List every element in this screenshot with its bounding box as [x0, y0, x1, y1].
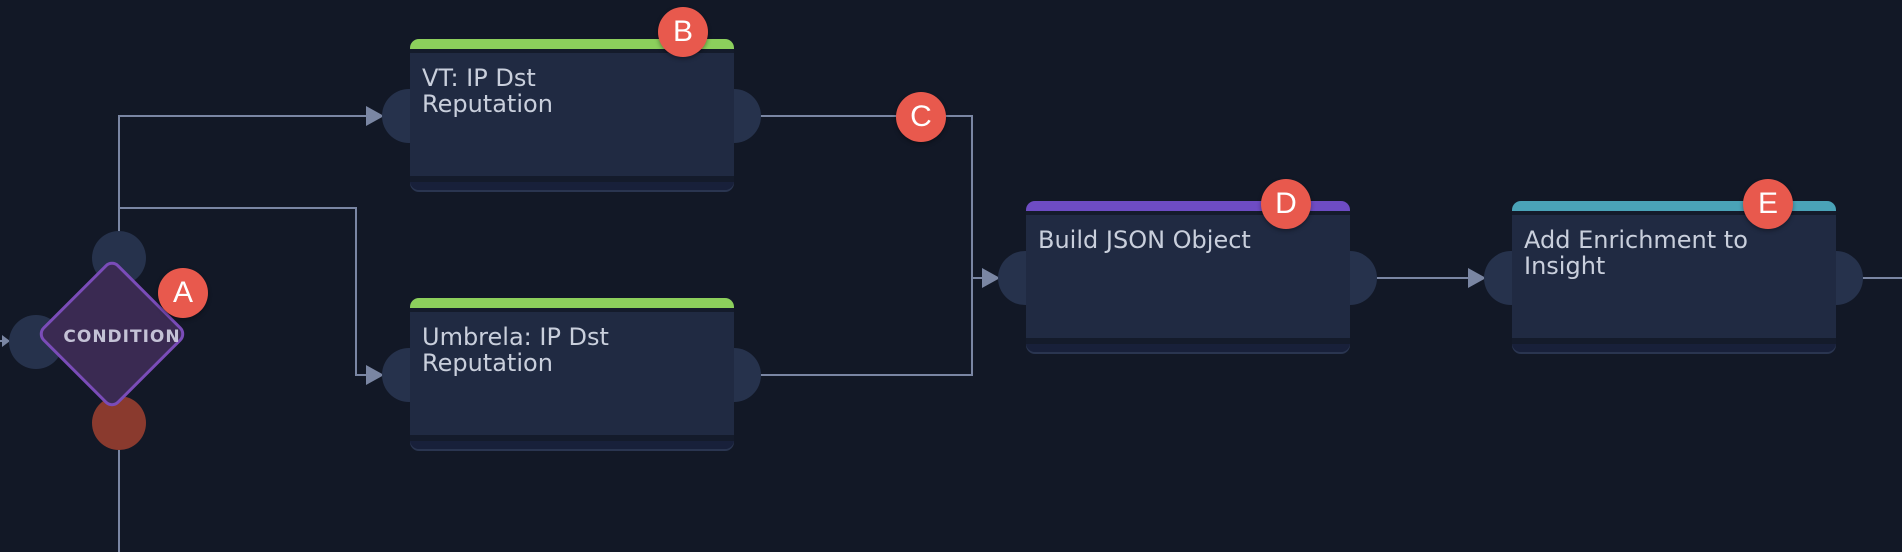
- add-enrichment-to-insight-node[interactable]: Add Enrichment to Insight: [1512, 201, 1836, 352]
- node-footer: [1026, 338, 1350, 352]
- node-color-bar: [1026, 201, 1350, 211]
- wire-condition-to-vt: [118, 115, 366, 257]
- node-header-divider: [410, 308, 734, 312]
- arrowhead-vt: [366, 106, 384, 126]
- node-title: VT: IP Dst Reputation: [422, 64, 553, 118]
- arrowhead-umbrella: [366, 365, 384, 385]
- node-color-bar: [410, 39, 734, 49]
- badge-d: D: [1261, 179, 1311, 229]
- arrowhead-incoming: [2, 335, 10, 347]
- node-footer: [410, 435, 734, 449]
- badge-c: C: [896, 92, 946, 142]
- node-footer: [1512, 338, 1836, 352]
- node-color-bar: [410, 298, 734, 308]
- vt-ip-dst-reputation-node[interactable]: VT: IP Dst Reputation: [410, 39, 734, 190]
- badge-e: E: [1743, 179, 1793, 229]
- umbrella-ip-dst-reputation-node[interactable]: Umbrela: IP Dst Reputation: [410, 298, 734, 449]
- badge-a: A: [158, 268, 208, 318]
- node-color-bar: [1512, 201, 1836, 211]
- node-header-divider: [1512, 211, 1836, 215]
- node-title: Add Enrichment to Insight: [1524, 226, 1748, 280]
- node-header-divider: [1026, 211, 1350, 215]
- badge-b: B: [658, 7, 708, 57]
- wire-condition-to-umbrella: [119, 207, 366, 376]
- arrowhead-enrichment: [1468, 268, 1486, 288]
- wire-umbrella-to-merge: [760, 278, 973, 376]
- wire-vt-to-merge: [760, 115, 986, 279]
- condition-false-port[interactable]: [92, 396, 146, 450]
- arrowhead-build-json: [982, 268, 1000, 288]
- node-title: Umbrela: IP Dst Reputation: [422, 323, 609, 377]
- condition-label: CONDITION: [63, 327, 181, 347]
- node-title: Build JSON Object: [1038, 226, 1251, 254]
- node-header-divider: [410, 49, 734, 53]
- node-footer: [410, 176, 734, 190]
